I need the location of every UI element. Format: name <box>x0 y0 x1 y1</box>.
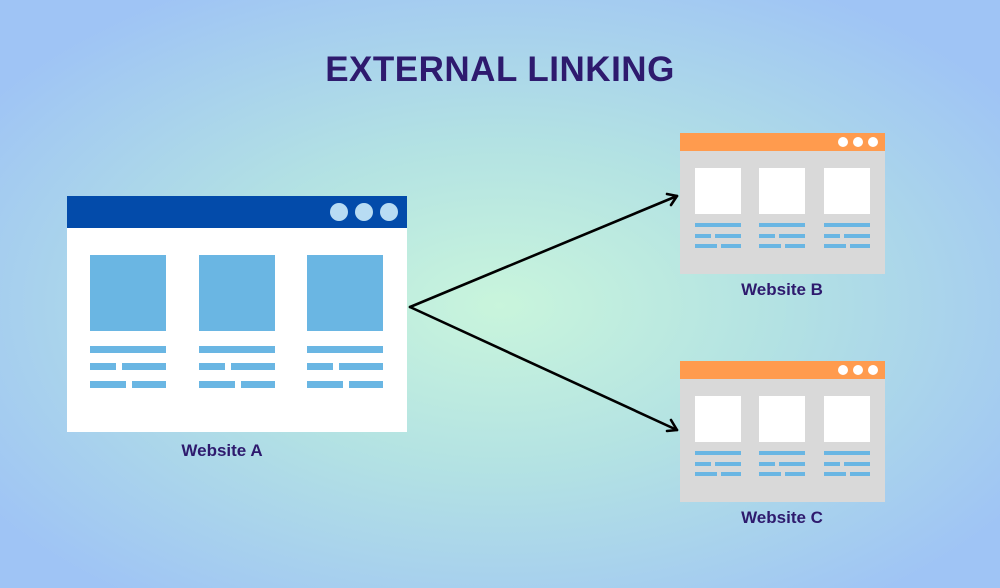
text-line <box>349 381 383 388</box>
text-line <box>759 472 781 476</box>
content-image-block <box>759 396 805 442</box>
website-c-window <box>680 361 885 502</box>
text-line <box>759 244 781 248</box>
text-line <box>785 244 805 248</box>
website-b-window <box>680 133 885 274</box>
window-dot-icon <box>838 365 848 375</box>
text-line <box>90 346 166 353</box>
text-line <box>824 234 840 238</box>
text-line <box>715 462 741 466</box>
window-dot-icon <box>330 203 348 221</box>
content-image-block <box>90 255 166 331</box>
text-line <box>132 381 166 388</box>
text-line <box>779 234 805 238</box>
text-line <box>199 363 225 370</box>
text-line <box>90 381 126 388</box>
text-line <box>695 223 741 227</box>
text-line <box>844 234 870 238</box>
text-line <box>231 363 275 370</box>
text-line <box>844 462 870 466</box>
text-line <box>850 472 870 476</box>
text-line <box>695 462 711 466</box>
window-dot-icon <box>853 137 863 147</box>
text-line <box>695 244 717 248</box>
text-line <box>721 472 741 476</box>
window-dot-icon <box>868 365 878 375</box>
window-titlebar <box>680 361 885 379</box>
text-line <box>759 223 805 227</box>
text-line <box>122 363 166 370</box>
arrow-to-website-c <box>408 305 679 432</box>
text-line <box>824 472 846 476</box>
text-line <box>715 234 741 238</box>
window-dot-icon <box>838 137 848 147</box>
website-b-label: Website B <box>741 280 823 299</box>
text-line <box>199 381 235 388</box>
text-line <box>307 363 333 370</box>
arrow-head-icon <box>665 418 679 433</box>
text-line <box>339 363 383 370</box>
window-dot-icon <box>355 203 373 221</box>
content-image-block <box>695 396 741 442</box>
text-line <box>824 244 846 248</box>
page-title: EXTERNAL LINKING <box>325 50 675 89</box>
text-line <box>824 451 870 455</box>
text-line <box>199 346 275 353</box>
website-c-label: Website C <box>741 508 823 527</box>
window-titlebar <box>67 196 407 228</box>
arrow-head-icon <box>665 192 679 207</box>
window-dot-icon <box>868 137 878 147</box>
arrow-to-website-b <box>408 194 679 309</box>
text-line <box>695 472 717 476</box>
text-line <box>90 363 116 370</box>
text-line <box>721 244 741 248</box>
content-image-block <box>307 255 383 331</box>
window-dot-icon <box>380 203 398 221</box>
text-line <box>785 472 805 476</box>
window-titlebar <box>680 133 885 151</box>
window-dot-icon <box>853 365 863 375</box>
content-image-block <box>824 168 870 214</box>
text-line <box>850 244 870 248</box>
website-a-window <box>67 196 407 432</box>
text-line <box>307 381 343 388</box>
text-line <box>759 234 775 238</box>
text-line <box>759 462 775 466</box>
website-a-label: Website A <box>181 441 263 460</box>
content-image-block <box>199 255 275 331</box>
text-line <box>695 234 711 238</box>
text-line <box>695 451 741 455</box>
content-image-block <box>695 168 741 214</box>
text-line <box>779 462 805 466</box>
text-line <box>241 381 275 388</box>
content-image-block <box>824 396 870 442</box>
text-line <box>759 451 805 455</box>
text-line <box>307 346 383 353</box>
text-line <box>824 462 840 466</box>
content-image-block <box>759 168 805 214</box>
text-line <box>824 223 870 227</box>
